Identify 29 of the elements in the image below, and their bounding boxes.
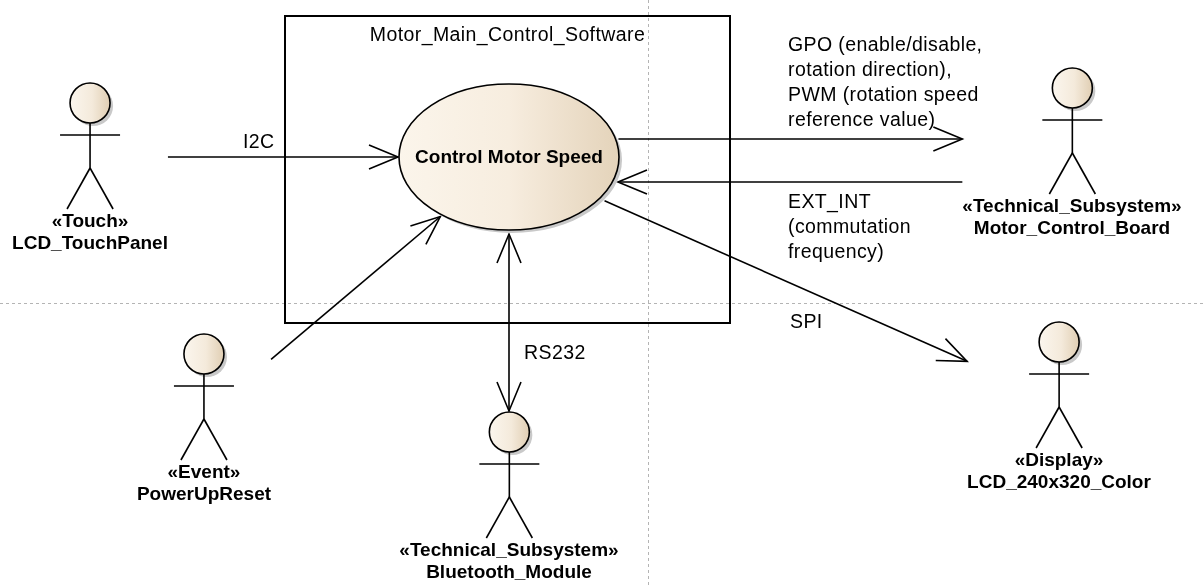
edge-label: SPI (790, 310, 823, 332)
arrow (496, 233, 522, 412)
actor-name: PowerUpReset (136, 483, 272, 505)
actor-stereotype: «Technical_Subsystem» (399, 539, 619, 561)
arrow (167, 144, 399, 170)
actor (399, 411, 619, 583)
arrow (617, 169, 964, 195)
actor-name: LCD_240x320_Color (967, 471, 1151, 493)
arrow (603, 200, 968, 363)
actor (967, 321, 1151, 493)
system-boundary (284, 15, 731, 324)
arrow (617, 126, 964, 152)
actor (136, 333, 272, 505)
edge-label: I2C (243, 130, 275, 152)
actor-stereotype: «Technical_Subsystem» (962, 195, 1182, 217)
use-case-ellipse (397, 82, 625, 236)
arrow (270, 215, 442, 361)
actor-stereotype: «Display» (1014, 449, 1104, 471)
use-case-label: Control Motor Speed (415, 146, 603, 168)
actor-name: Motor_Control_Board (973, 217, 1171, 239)
actor (12, 82, 168, 254)
actor-stereotype: «Touch» (51, 210, 129, 232)
actor-stereotype: «Event» (167, 461, 241, 483)
edge-label: RS232 (524, 341, 586, 363)
system-name: Motor_Main_Control_Software (369, 23, 646, 45)
edge-label: EXT_INT (commutation frequency) (788, 189, 912, 264)
edge-label: GPO (enable/disable, rotation direction), PWM (rotation speed reference value) (788, 32, 984, 132)
actor-name: LCD_TouchPanel (12, 232, 168, 254)
actor-name: Bluetooth_Module (426, 561, 592, 583)
